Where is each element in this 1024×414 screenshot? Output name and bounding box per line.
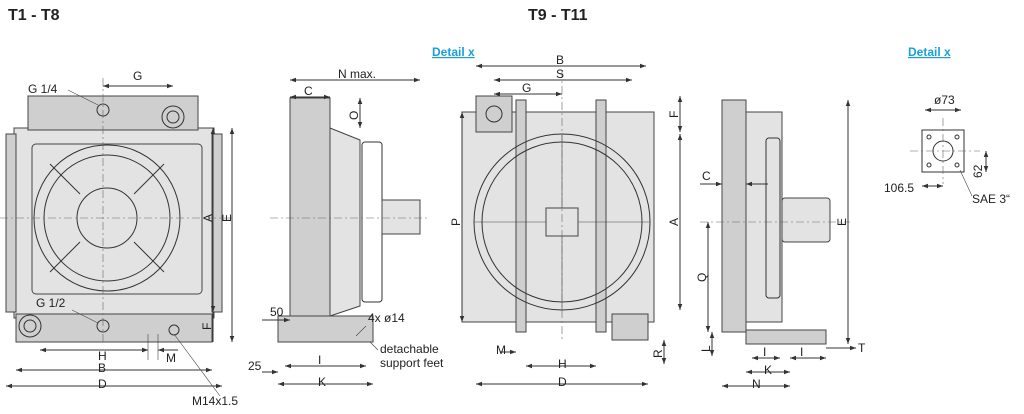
t9-bottom-flange <box>611 313 649 341</box>
t9-side-core <box>721 99 747 333</box>
bottom-left-port <box>18 314 42 338</box>
dim-e-right: E <box>835 218 849 226</box>
t9-t11-front-view: Detail x B S G F P A M H D R <box>432 45 683 389</box>
dim-m: M <box>166 351 176 365</box>
dim-e: E <box>220 214 234 222</box>
dim-c-right: C <box>702 169 711 183</box>
dim-q-right: Q <box>695 273 709 282</box>
dim-f: F <box>200 323 214 330</box>
dim-62: 62 <box>971 164 985 178</box>
label-sae: SAE 3“ <box>972 192 1010 206</box>
dim-k-left: K <box>318 375 326 389</box>
dim-i-right-2: I <box>800 345 803 359</box>
dim-h-right: H <box>558 357 567 371</box>
t9-t11-side-view: C Q E L I K I N T <box>695 99 866 391</box>
t1-t8-side-view: N max. C O 50 25 I K 4x ø14 detachable s… <box>248 67 444 389</box>
label-m14: M14x1.5 <box>192 394 238 408</box>
dim-m-right: M <box>496 343 506 357</box>
detail-x-link-right[interactable]: Detail x <box>908 45 951 59</box>
dim-a-right: A <box>667 218 681 226</box>
dim-s-right: S <box>556 67 564 81</box>
dim-b: B <box>98 361 106 375</box>
t9-side-motor <box>781 197 831 243</box>
left-tank <box>5 133 17 313</box>
dim-i-left: I <box>318 353 321 367</box>
side-motor <box>381 199 421 235</box>
dim-d: D <box>98 377 107 391</box>
side-shroud <box>329 127 361 317</box>
dim-c-left: C <box>304 84 313 98</box>
dim-i-right-1: I <box>763 345 766 359</box>
label-holes: 4x ø14 <box>368 311 405 325</box>
dim-f-right: F <box>667 111 681 118</box>
t9-side-foot <box>745 329 827 345</box>
side-core <box>289 97 331 317</box>
label-g12: G 1/2 <box>36 296 66 310</box>
dim-p-right: P <box>449 218 463 226</box>
dim-50: 50 <box>270 305 284 319</box>
dim-d73: ø73 <box>934 93 955 107</box>
t1-t8-front-view: G G 1/4 G 1/2 A E F H M B D M14x1.5 <box>0 69 238 408</box>
dim-a: A <box>201 214 215 222</box>
label-feet-2: support feet <box>380 356 444 370</box>
label-g14: G 1/4 <box>28 82 58 96</box>
dim-r-right: R <box>651 349 665 358</box>
drain-m14 <box>168 324 180 336</box>
t9-right-post <box>595 99 607 333</box>
detail-x-view: Detail x ø73 62 106.5 SAE 3“ <box>884 45 1010 206</box>
label-feet-1: detachable <box>380 342 439 356</box>
dim-n-right: N <box>752 377 761 391</box>
title-t1-t8: T1 - T8 <box>8 7 60 24</box>
dim-o: O <box>347 111 361 120</box>
dim-nmax: N max. <box>338 67 376 81</box>
dim-b-right: B <box>556 53 564 67</box>
t9-side-fan-guard <box>765 137 781 299</box>
dim-d-right: D <box>558 375 567 389</box>
fan-hub <box>76 187 138 249</box>
dim-g-right: G <box>522 81 531 95</box>
t9-detail-flange <box>475 95 513 133</box>
fan-shroud <box>31 143 203 295</box>
dim-106-5: 106.5 <box>884 181 914 195</box>
dim-h: H <box>98 349 107 363</box>
top-right-port <box>161 105 185 129</box>
dim-l-right: L <box>699 345 713 352</box>
support-foot <box>277 315 374 343</box>
detail-x-link-left[interactable]: Detail x <box>432 45 475 59</box>
dim-g: G <box>133 69 142 83</box>
bottom-header <box>15 313 213 343</box>
dim-t-right: T <box>858 341 866 355</box>
dim-k-right: K <box>764 363 772 377</box>
dim-25: 25 <box>248 359 262 373</box>
t9-side-shroud <box>745 111 783 323</box>
top-header <box>27 95 199 131</box>
t9-left-post <box>515 99 527 333</box>
side-fan-guard <box>361 141 383 303</box>
title-t9-t11: T9 - T11 <box>528 7 588 24</box>
